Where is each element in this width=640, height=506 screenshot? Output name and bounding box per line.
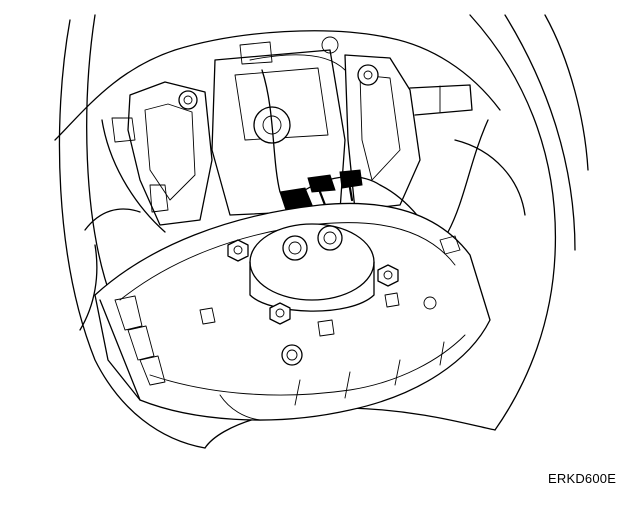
mounting-nut xyxy=(227,239,399,325)
airbag-connector xyxy=(279,169,363,224)
mounting-tabs xyxy=(199,235,461,366)
figure-code: ERKD600E xyxy=(548,471,617,486)
lower-ribs xyxy=(219,341,445,421)
steering-wheel-hub xyxy=(54,30,526,331)
inflator-cover xyxy=(249,223,375,312)
airbag-module xyxy=(94,202,491,421)
right-bracket xyxy=(344,54,473,211)
left-bracket xyxy=(111,81,213,226)
